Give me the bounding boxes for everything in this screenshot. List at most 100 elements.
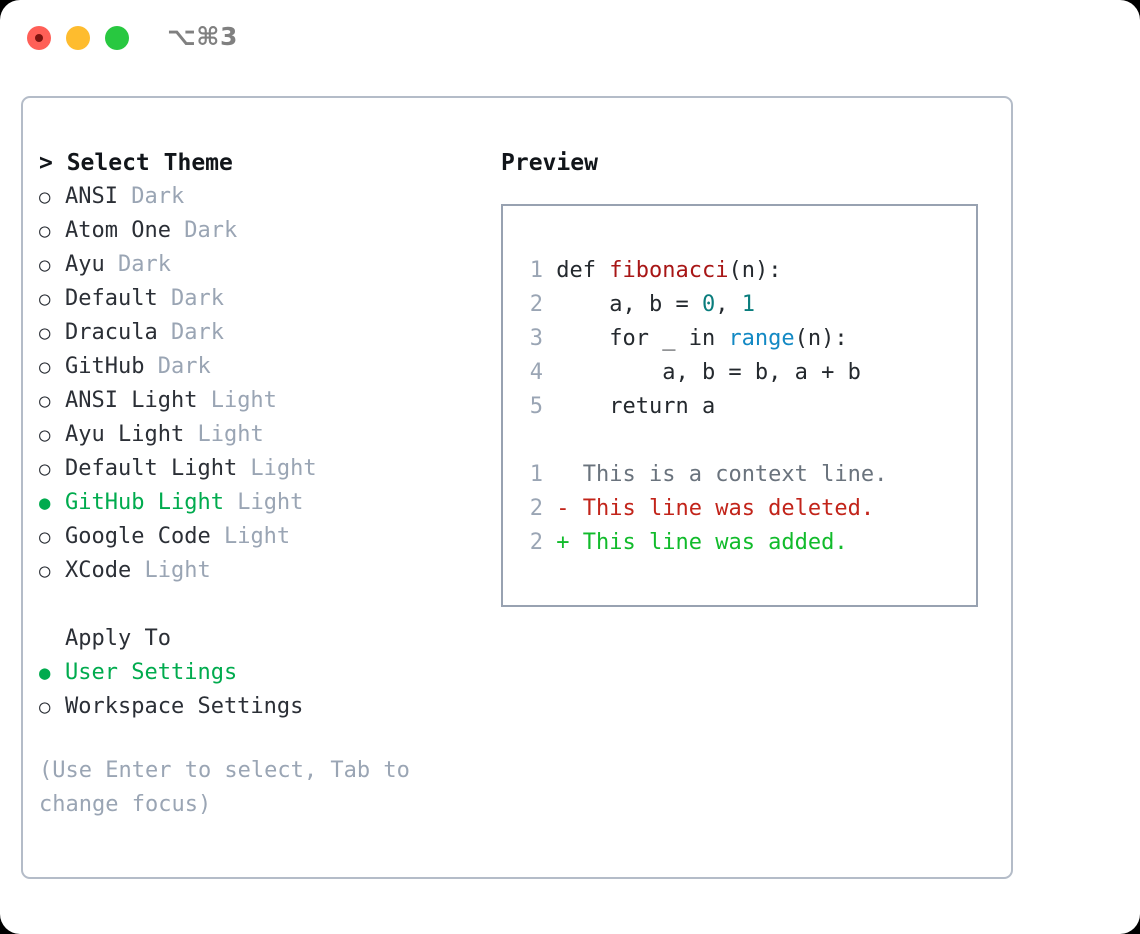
theme-item-1[interactable]: ○Atom One Dark: [39, 214, 479, 248]
diff-line-1: 2 - This line was deleted.: [519, 492, 887, 526]
line-number: 2: [529, 530, 543, 555]
theme-item-label: ANSI Light: [65, 388, 198, 413]
apply-to-list[interactable]: ●User Settings ○ Workspace Settings: [39, 656, 479, 724]
theme-item-8[interactable]: ○ Default Light Light: [39, 452, 479, 486]
theme-item-9[interactable]: ● GitHub Light Light: [39, 486, 479, 520]
radio-unselected-icon: ○: [39, 186, 51, 208]
theme-item-label: GitHub Light: [65, 490, 224, 515]
theme-item-label: Atom One: [65, 218, 171, 243]
minimize-button-icon[interactable]: [66, 26, 90, 50]
main-panel: > Select Theme ○ANSI Dark○Atom One Dark○…: [21, 96, 1013, 879]
theme-item-label: Default: [65, 286, 158, 311]
theme-item-10[interactable]: ○ Google Code Light: [39, 520, 479, 554]
theme-item-tag: Dark: [117, 184, 185, 209]
theme-item-tag: Dark: [104, 252, 171, 277]
code-blank-line: [519, 424, 887, 458]
code-token-plain: ,: [715, 292, 742, 317]
apply-option-label: Workspace Settings: [65, 694, 304, 719]
theme-item-tag: Light: [223, 490, 304, 515]
apply-to-label: Apply To: [65, 626, 171, 651]
diff-text: This line was added.: [582, 530, 848, 555]
theme-item-11[interactable]: ○ XCode Light: [39, 554, 479, 588]
radio-unselected-icon: ○: [39, 288, 51, 310]
theme-item-tag: Light: [237, 456, 317, 481]
theme-panel-header: > Select Theme: [39, 150, 233, 176]
theme-item-label: XCode: [65, 558, 132, 583]
zoom-button-icon[interactable]: [105, 26, 129, 50]
keyboard-shortcut-label: ⌥⌘3: [167, 22, 238, 51]
theme-list[interactable]: ○ ANSI Dark ○ Atom One Dark ○ Ayu Dark ○ Defaul…: [39, 180, 479, 588]
code-token-fn: fibonacci: [609, 258, 729, 283]
radio-unselected-icon: ○: [39, 560, 51, 582]
code-token-plain: (n):: [728, 258, 782, 283]
theme-selector-column: > Select Theme ○ANSI Dark○Atom One Dark○…: [39, 146, 479, 822]
preview-column: Preview: [501, 146, 1001, 180]
theme-item-label: Ayu Light: [65, 422, 185, 447]
code-token-num: 1: [741, 292, 755, 317]
radio-unselected-icon: ○: [39, 458, 51, 480]
radio-selected-icon: ●: [39, 492, 51, 514]
line-number: 2: [529, 496, 543, 521]
diff-marker: -: [556, 496, 583, 521]
theme-item-tag: Dark: [144, 354, 211, 379]
theme-item-2[interactable]: ○ Ayu Dark: [39, 248, 479, 282]
line-number: 2: [529, 292, 543, 317]
diff-line-2: 2 + This line was added.: [519, 526, 887, 560]
diff-marker: [556, 462, 583, 487]
theme-item-label: GitHub: [65, 354, 145, 379]
traffic-light-buttons: [27, 26, 129, 50]
radio-unselected-icon: ○: [39, 220, 51, 242]
preview-header: Preview: [501, 150, 598, 176]
line-number: 1: [529, 462, 543, 487]
apply-option-1[interactable]: ○ Workspace Settings: [39, 690, 479, 724]
diff-text: This line was deleted.: [582, 496, 875, 521]
radio-unselected-icon: ○: [39, 390, 51, 412]
theme-item-5[interactable]: ○ GitHub Dark: [39, 350, 479, 384]
keyboard-hint-text: (Use Enter to select, Tab to change focu…: [39, 758, 410, 817]
apply-option-0[interactable]: ●User Settings: [39, 656, 479, 690]
theme-item-4[interactable]: ○Dracula Dark: [39, 316, 479, 350]
diff-text: This is a context line.: [582, 462, 888, 487]
code-token-num: 0: [701, 292, 716, 317]
code-token-plain: a, b =: [556, 292, 702, 317]
code-line-4: 4 a, b = b, a + b: [519, 356, 887, 390]
theme-item-label: Default Light: [65, 456, 238, 481]
theme-item-0[interactable]: ○ ANSI Dark: [39, 180, 479, 214]
theme-item-7[interactable]: ○ Ayu Light Light: [39, 418, 479, 452]
theme-item-label: Google Code: [65, 524, 211, 549]
theme-item-label: Dracula: [65, 320, 158, 345]
theme-item-label: Ayu: [65, 252, 105, 277]
list-spacer: [39, 588, 479, 622]
code-token-plain: a, b = b, a + b: [556, 360, 861, 385]
line-number: 4: [529, 360, 543, 385]
line-number: 3: [529, 326, 543, 351]
radio-unselected-icon: ○: [39, 322, 51, 344]
code-token-plain: def: [556, 258, 610, 283]
theme-item-tag: Light: [131, 558, 211, 583]
theme-item-label: ANSI: [65, 184, 118, 209]
code-token-plain: return a: [556, 394, 716, 419]
title-bar: ⌥⌘3: [0, 0, 1140, 78]
code-line-3: 3 for _ in range(n):: [519, 322, 887, 356]
close-button-icon[interactable]: [27, 26, 51, 50]
theme-item-tag: Light: [184, 422, 264, 447]
theme-item-3[interactable]: ○ Default Dark: [39, 282, 479, 316]
code-line-5: 5 return a: [519, 390, 887, 424]
theme-item-tag: Light: [197, 388, 277, 413]
radio-unselected-icon: ○: [39, 254, 51, 276]
radio-unselected-icon: ○: [39, 696, 51, 718]
code-line-1: 1 def fibonacci(n):: [519, 254, 887, 288]
theme-item-6[interactable]: ○ ANSI Light Light: [39, 384, 479, 418]
radio-unselected-icon: ○: [39, 356, 51, 378]
radio-unselected-icon: ○: [39, 424, 51, 446]
theme-item-tag: Dark: [157, 286, 224, 311]
code-token-plain: for _ in: [556, 326, 729, 351]
apply-option-label: User Settings: [65, 660, 238, 685]
radio-unselected-icon: ○: [39, 526, 51, 548]
code-token-plain: (n):: [794, 326, 848, 351]
theme-item-tag: Light: [210, 524, 291, 549]
line-number: 5: [529, 394, 543, 419]
